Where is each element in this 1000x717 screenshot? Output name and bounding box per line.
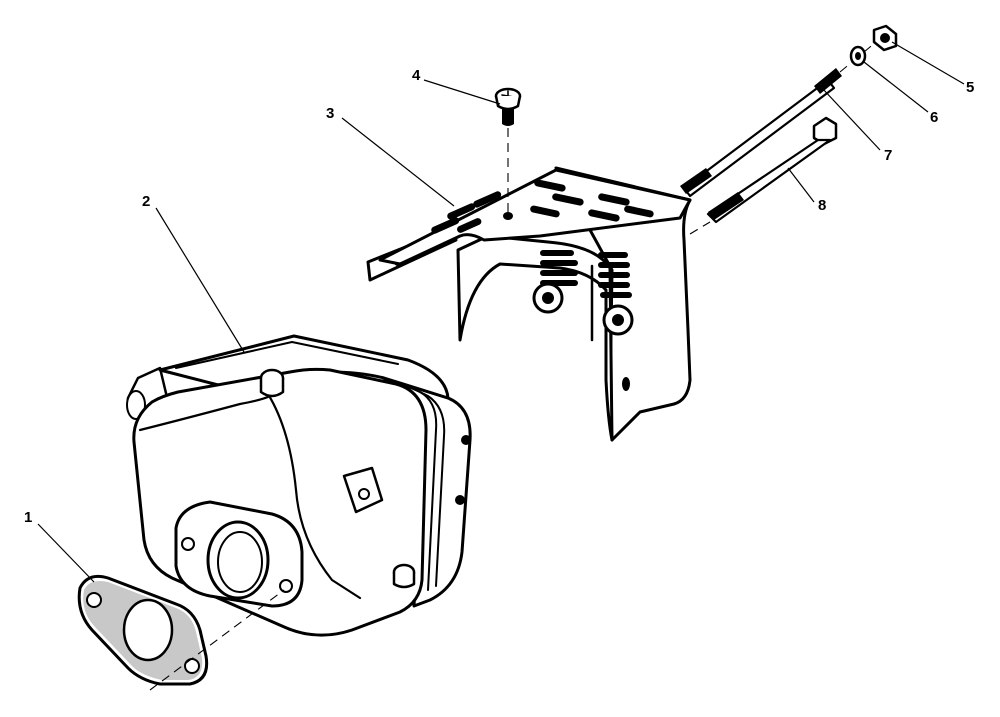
washer <box>849 45 867 67</box>
callout-4: 4 <box>412 67 421 84</box>
callout-8: 8 <box>818 197 826 214</box>
screw <box>494 87 522 126</box>
heat-shield <box>366 166 692 442</box>
shield-top-slots <box>431 179 654 234</box>
leader-lines <box>37 41 965 583</box>
stud <box>680 68 842 198</box>
callout-2: 2 <box>142 193 150 210</box>
callout-6: 6 <box>930 109 938 126</box>
alignment-lines <box>149 41 877 691</box>
bolt <box>706 116 838 224</box>
callout-1: 1 <box>24 509 32 526</box>
callout-3: 3 <box>326 105 334 122</box>
callout-labels: 1 2 3 4 5 6 7 8 <box>24 67 974 526</box>
callout-5: 5 <box>966 79 974 96</box>
gasket <box>77 574 209 686</box>
muffler-body <box>126 334 472 637</box>
callout-7: 7 <box>884 147 892 164</box>
shield-front-slots <box>540 250 632 298</box>
nut <box>872 24 898 52</box>
